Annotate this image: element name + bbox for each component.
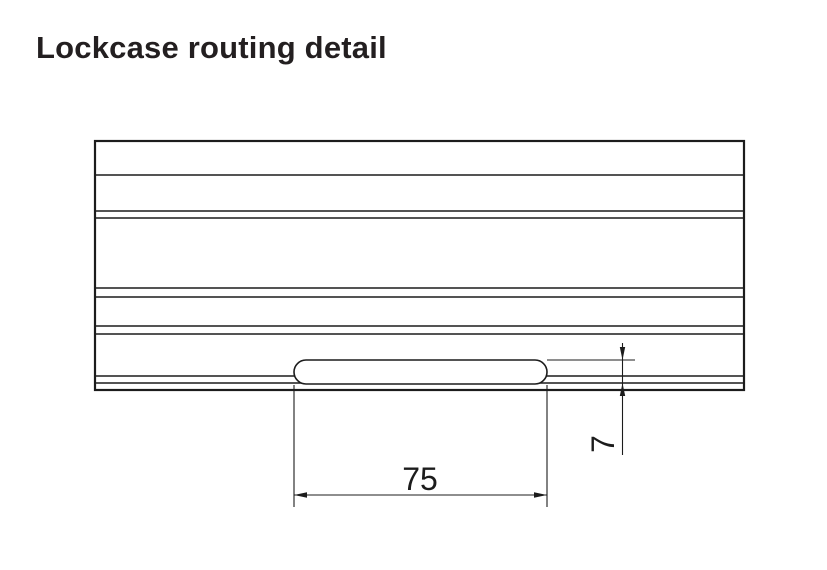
dim-75-arrow-right [534, 492, 547, 498]
dim-7-label: 7 [585, 435, 621, 453]
dim-7-arrow-bottom [619, 383, 626, 396]
dim-75-label: 75 [402, 461, 438, 497]
page-title: Lockcase routing detail [36, 30, 387, 65]
routing-slot [293, 359, 548, 385]
profile-outline [93, 139, 746, 392]
dim-75-arrow-left [294, 492, 307, 498]
dim-7-arrow-top [619, 347, 626, 360]
